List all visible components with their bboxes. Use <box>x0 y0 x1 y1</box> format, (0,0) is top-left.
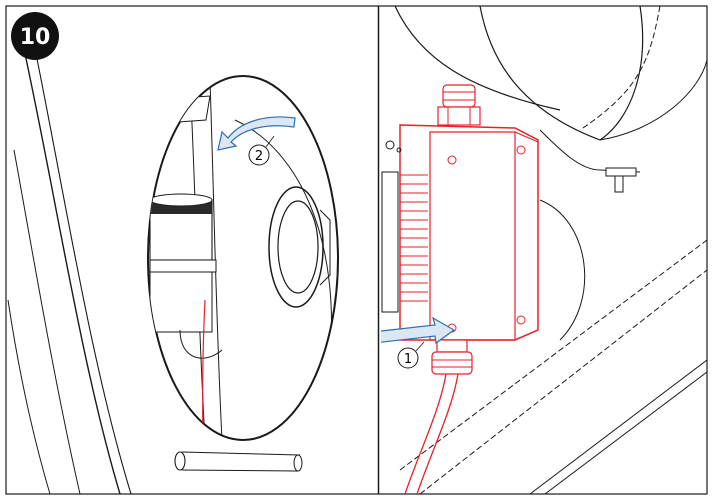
frame-dash-1 <box>579 6 661 131</box>
port-side <box>319 209 331 286</box>
frame-dash-2 <box>399 239 707 471</box>
mount-plate <box>605 167 637 177</box>
magnifier-lens <box>147 75 339 441</box>
port-inner <box>277 200 319 294</box>
hood-curve-1 <box>394 6 561 111</box>
right-panel: 1 <box>381 6 707 494</box>
cylinder-top <box>149 193 213 207</box>
callout-2-leader <box>265 135 275 148</box>
rotate-arrow <box>217 116 296 151</box>
mount-screw <box>614 175 624 193</box>
mount-hole-1 <box>385 140 395 150</box>
step-number: 10 <box>20 25 51 50</box>
box-screw-1 <box>447 155 457 165</box>
junction-box <box>399 124 539 341</box>
callout-2-label: 2 <box>255 149 263 164</box>
box-screw-2 <box>516 145 526 155</box>
frame-line-1 <box>529 359 707 494</box>
callout-1-leader <box>415 341 425 352</box>
cable-highlight-1 <box>404 373 447 494</box>
lens-contents <box>149 79 333 440</box>
frame-line-2 <box>544 371 707 494</box>
hood-curve-3 <box>599 6 644 141</box>
top-bracket <box>149 95 211 125</box>
tube-end-left <box>174 451 186 471</box>
terminal-block <box>381 171 428 313</box>
housing-edge-inner <box>31 33 132 494</box>
box-edge <box>514 131 539 143</box>
hood-curve-4 <box>599 59 707 141</box>
housing-edge-far <box>7 299 51 494</box>
left-panel: 2 <box>7 33 339 494</box>
pipe-loop <box>179 329 223 359</box>
mount-hole-2 <box>396 147 402 153</box>
callout-1-label: 1 <box>404 352 412 367</box>
box-screw-4 <box>516 315 526 325</box>
bracket-line <box>539 129 641 173</box>
housing-edge-back <box>13 149 81 494</box>
body-curve <box>539 199 586 341</box>
diagram-frame <box>5 5 708 495</box>
callout-2-circle <box>248 144 270 166</box>
cable-gland-top <box>437 84 481 126</box>
tube-edge-bottom <box>181 469 299 472</box>
cable-highlight-2 <box>416 373 459 494</box>
cable-highlight-lens <box>202 299 206 440</box>
frame-dash-3 <box>419 269 707 494</box>
callout-1-circle <box>397 347 419 369</box>
cable-gland-bottom <box>431 339 473 375</box>
tube-edge-top <box>181 451 301 456</box>
hood-curve-2 <box>479 6 601 141</box>
junction-box-front <box>429 131 516 341</box>
cylinder-lower <box>149 271 213 333</box>
tube-end-right <box>293 454 303 472</box>
push-arrow <box>381 316 456 345</box>
housing-edge-outer <box>21 39 121 494</box>
step-badge <box>11 12 59 60</box>
cylinder-band <box>149 259 217 273</box>
